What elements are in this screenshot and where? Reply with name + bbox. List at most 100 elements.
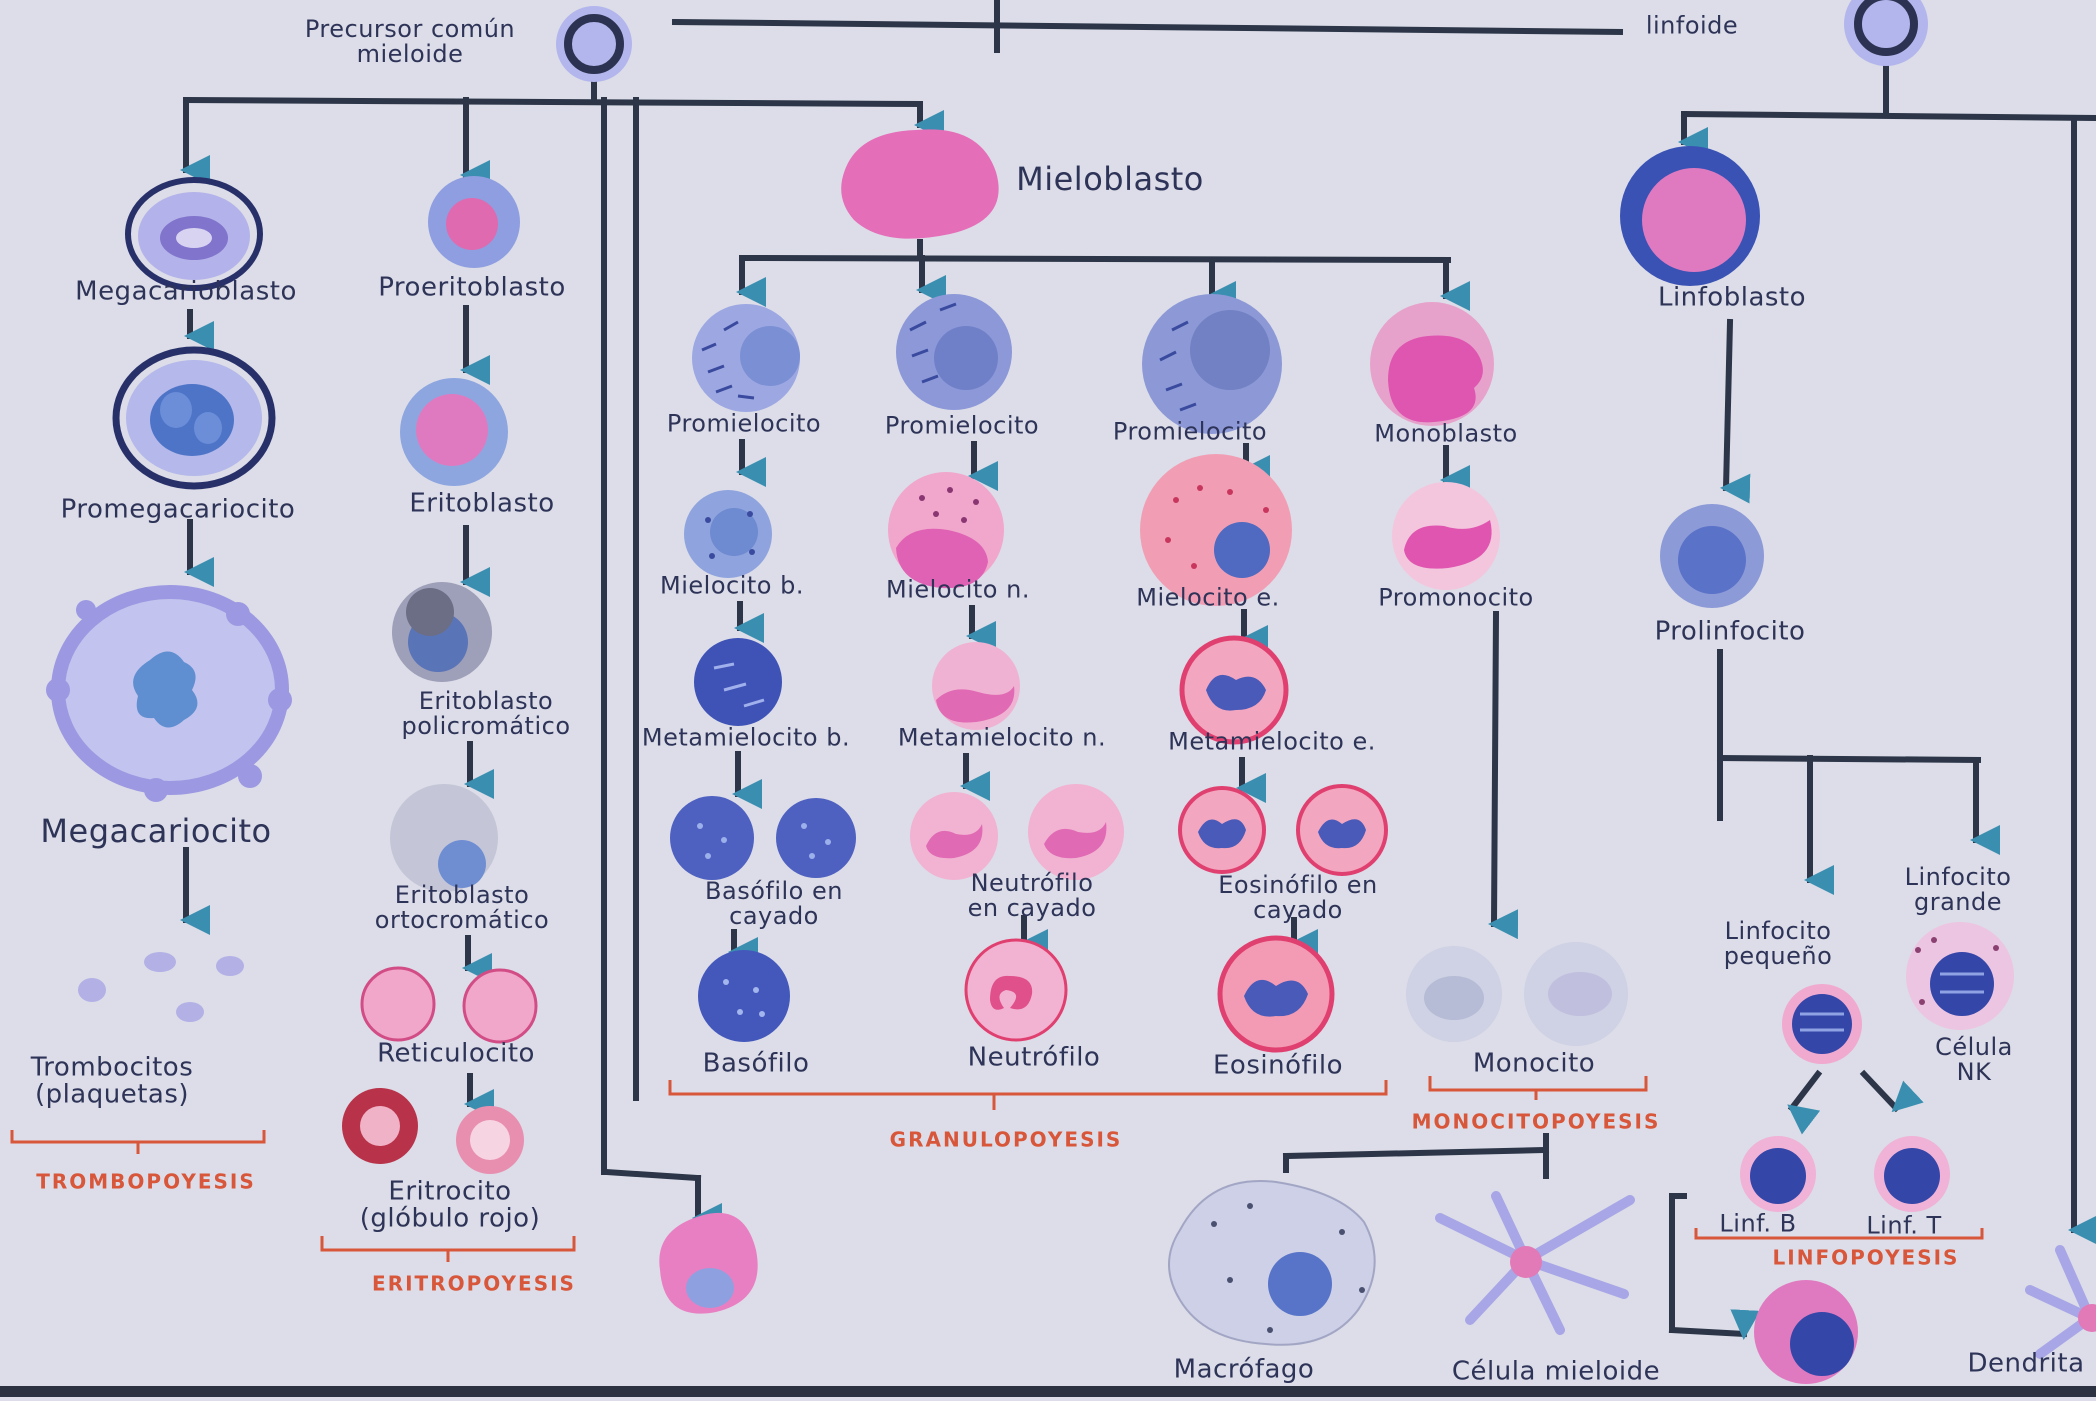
label-eosinofilo: Eosinófilo [1213, 1050, 1343, 1081]
cell-neutrofilo-cayado-1 [910, 792, 998, 880]
label-mielocito-n: Mielocito n. [886, 575, 1030, 604]
cell-celula-mieloide [1435, 1191, 1635, 1335]
lymphocyte-branch-line [1716, 754, 1982, 764]
label-precursor-mieloide: Precursor común mieloide [304, 14, 516, 68]
label-dendrita: Dendrita [1967, 1348, 2085, 1379]
photo-bottom-edge [0, 1386, 2096, 1397]
cell-linfoblasto [1620, 146, 1760, 286]
cell-basofilo [698, 950, 790, 1042]
macrophage-link [1282, 1146, 1550, 1160]
label-eritrocito: Eritrocito (glóbulo rojo) [359, 1176, 541, 1234]
cell-linfocito-pequeno [1782, 984, 1862, 1064]
label-basofilo: Basófilo [702, 1048, 810, 1079]
cell-precursor-mieloide [556, 6, 632, 82]
label-eritoblasto: Eritoblasto [409, 488, 555, 519]
cell-metamielocito-b [694, 638, 782, 726]
myeloid-branch-line [182, 96, 924, 108]
label-linfoblasto: Linfoblasto [1657, 282, 1807, 313]
label-monocito: Monocito [1472, 1048, 1596, 1079]
cell-linf-b [1740, 1136, 1816, 1212]
arrow-to-linf-t [1859, 1069, 1924, 1113]
cell-eritoblasto-policromatico [392, 582, 492, 682]
cell-precursor-linfoide [1844, 0, 1928, 66]
cell-promielocito-1 [692, 304, 800, 412]
label-promegacariocito: Promegacariocito [60, 494, 296, 525]
cell-monocito-2 [1524, 942, 1628, 1046]
label-monocitopoyesis: MONOCITOPOYESIS [1411, 1109, 1661, 1134]
cell-mielocito-e [1140, 454, 1292, 606]
label-celula-nk: Célula NK [1935, 1032, 2013, 1086]
label-granulopoyesis: GRANULOPOYESIS [889, 1127, 1123, 1152]
label-linfocito-grande: Linfocito grande [1904, 862, 2012, 916]
cell-promielocito-2 [896, 294, 1012, 410]
cell-mastocito [659, 1212, 758, 1314]
label-basofilo-cayado: Basófilo en cayado [705, 876, 843, 930]
cell-mielocito-n [888, 472, 1004, 589]
label-monoblasto: Monoblasto [1374, 419, 1518, 448]
connector-lines [180, 0, 2096, 1340]
bracket-trombopoyesis [10, 1130, 266, 1154]
cell-mieloblasto [841, 129, 999, 239]
label-macrofago: Macrófago [1173, 1354, 1315, 1385]
bracket-eritropoyesis [320, 1236, 576, 1262]
label-mielocito-e: Mielocito e. [1136, 583, 1280, 612]
label-promielocito-2: Promielocito [884, 411, 1040, 440]
label-megacarioblasto: Megacarioblasto [75, 276, 297, 307]
cell-basofilo-cayado-2 [776, 798, 856, 878]
label-mielocito-b: Mielocito b. [660, 571, 804, 600]
cell-eosinofilo [1217, 935, 1335, 1053]
label-promielocito-1: Promielocito [666, 409, 822, 438]
cell-proeritroblasto [428, 176, 520, 268]
lymphoid-branch-line [1680, 110, 2096, 122]
cell-macrofago [1168, 1180, 1376, 1346]
label-linfocito-pequeno: Linfocito pequeño [1723, 916, 1833, 970]
cell-trombocitos [78, 952, 244, 1022]
cell-eritrocito-1 [342, 1088, 418, 1164]
label-promonocito: Promonocito [1378, 583, 1534, 612]
precursor-link-line [671, 18, 1624, 36]
label-neutrofilo-cayado: Neutrófilo en cayado [967, 868, 1097, 922]
cell-mielocito-b [684, 490, 772, 578]
cell-metamielocito-e [1179, 635, 1289, 745]
bracket-granulopoyesis [668, 1080, 1388, 1110]
label-celula-mieloide: Célula mieloide [1451, 1356, 1661, 1387]
cell-dendrita [2025, 1245, 2096, 1359]
granulocyte-branch-line [738, 254, 1452, 264]
cell-eritrocito-2 [456, 1106, 524, 1174]
label-metamielocito-n: Metamielocito n. [897, 723, 1107, 752]
label-linf-b: Linf. B [1719, 1209, 1797, 1238]
label-metamielocito-b: Metamielocito b. [641, 723, 851, 752]
cell-megacarioblasto [125, 177, 263, 291]
cell-monocito-1 [1406, 946, 1502, 1042]
cell-neutrofilo-cayado-2 [1028, 784, 1124, 880]
cell-monoblasto [1370, 302, 1494, 426]
mast-cell-horizontal-line [602, 1168, 702, 1182]
cell-promonocito [1392, 482, 1500, 590]
cell-reticulocito-2 [462, 968, 538, 1044]
label-reticulocito: Reticulocito [377, 1038, 535, 1069]
label-prolinfocito: Prolinfocito [1654, 616, 1806, 647]
label-linf-t: Linf. T [1866, 1211, 1942, 1240]
label-precursor-linfoide: linfoide [1645, 11, 1739, 40]
label-eosinofilo-cayado: Eosinófilo en cayado [1218, 870, 1378, 924]
label-trombopoyesis: TROMBOPOYESIS [36, 1169, 256, 1194]
arrow-mono-2 [1488, 610, 1519, 940]
cell-eritoblasto [400, 378, 508, 486]
label-linfopoyesis: LINFOPOYESIS [1772, 1245, 1960, 1270]
arrow-to-plasma-cell [1668, 1309, 1761, 1340]
label-proeritroblasto: Proeritoblasto [378, 272, 566, 303]
cell-promielocito-3 [1142, 294, 1282, 434]
cell-linf-t [1874, 1136, 1950, 1212]
arrow-to-linf-b [1787, 1069, 1823, 1135]
cell-metamielocito-n [932, 642, 1020, 730]
bracket-linfopoyesis [1694, 1228, 1984, 1240]
cell-promegacariocito [112, 346, 276, 490]
bracket-monocitopoyesis [1428, 1076, 1648, 1100]
cell-eosinofilo-cayado-2 [1296, 784, 1388, 876]
cell-megacariocito [46, 585, 292, 802]
section-brackets [10, 1076, 1984, 1262]
label-metamielocito-e: Metamielocito e. [1168, 727, 1376, 756]
label-eritoblasto-policromatico: Eritoblasto policromático [401, 686, 571, 740]
